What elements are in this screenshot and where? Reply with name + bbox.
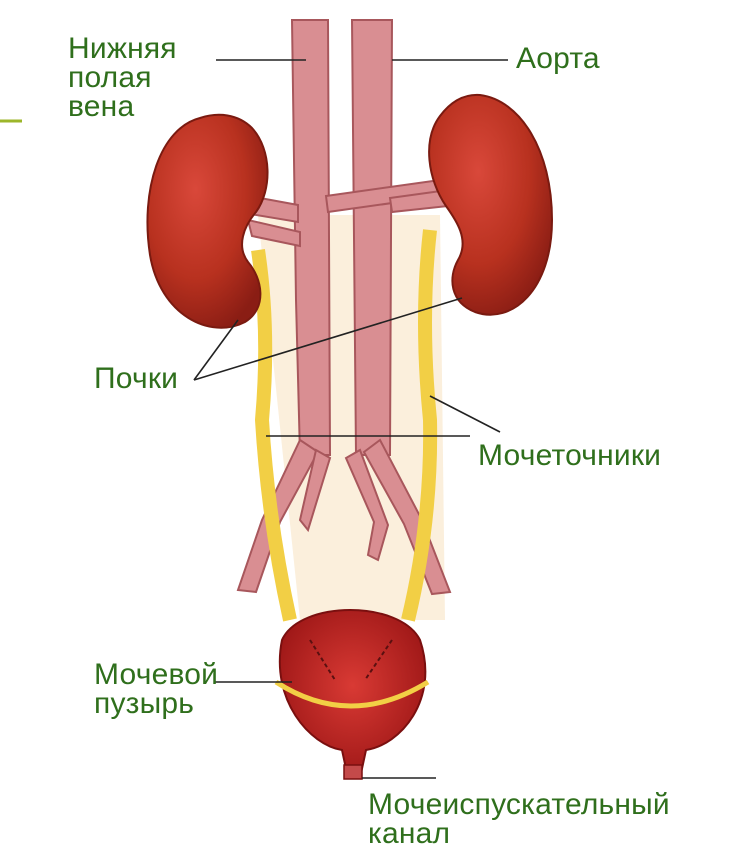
kidney-left bbox=[147, 115, 267, 328]
bladder bbox=[276, 610, 428, 779]
kidney-right bbox=[429, 95, 552, 315]
label-aorta: Аорта bbox=[516, 44, 600, 73]
aorta bbox=[352, 20, 392, 455]
label-kidneys: Почки bbox=[94, 364, 178, 393]
urethra bbox=[344, 765, 362, 779]
pointer-kidney-left bbox=[194, 320, 238, 380]
label-inferior-vena-cava: Нижняя полая вена bbox=[68, 34, 177, 121]
label-bladder: Мочевой пузырь bbox=[94, 660, 218, 718]
label-urethra: Мочеиспускательный канал bbox=[368, 790, 670, 848]
label-ureters: Мочеточники bbox=[478, 441, 661, 470]
